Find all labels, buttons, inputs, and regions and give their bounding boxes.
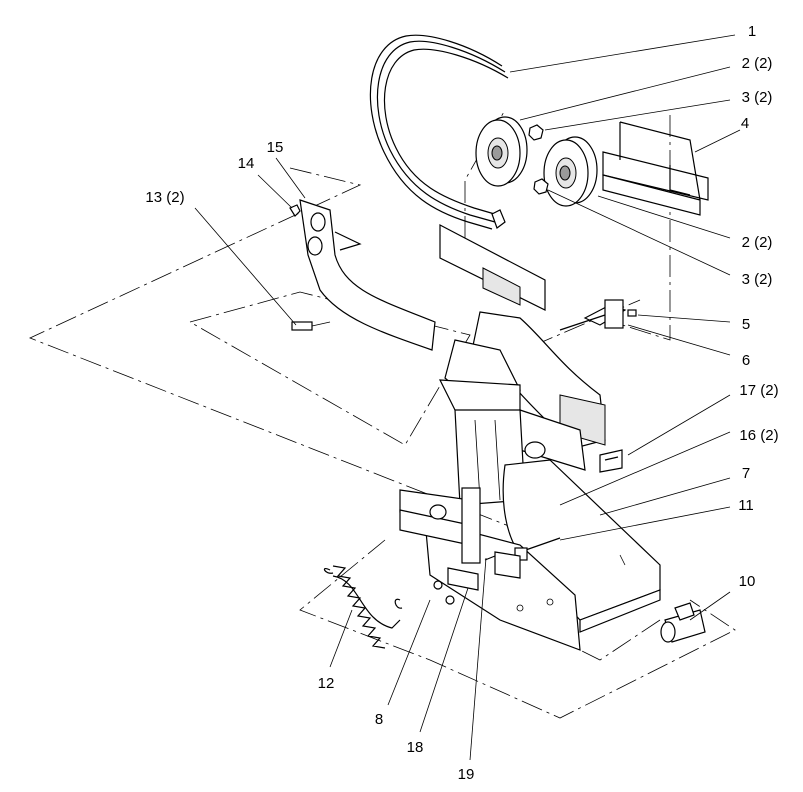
frame-assembly <box>438 311 606 506</box>
housing-part-7 <box>502 459 661 633</box>
bolt-part-13 <box>291 321 331 331</box>
pulley-part-2-left <box>475 116 528 187</box>
callout-7: 7 <box>742 465 750 482</box>
nut-part-14 <box>289 204 301 217</box>
assembly-guide-lines <box>28 109 736 719</box>
nut-part-3 <box>528 124 549 195</box>
callout-11: 11 <box>738 497 754 514</box>
callout-6: 6 <box>742 352 750 369</box>
callout-13: 13 (2) <box>145 189 184 206</box>
callout-12: 12 <box>318 675 335 692</box>
mounting-plate <box>439 224 546 311</box>
callout-2-bottom: 2 (2) <box>742 234 773 251</box>
idler-arm-part-15 <box>299 199 436 351</box>
callout-19: 19 <box>458 766 475 783</box>
callout-17: 17 (2) <box>739 382 778 399</box>
screw-part-5 <box>627 309 637 317</box>
callout-5: 5 <box>742 316 750 333</box>
main-bracket-part-8 <box>399 487 581 651</box>
plate-part-18 <box>433 567 479 605</box>
callout-10: 10 <box>739 573 756 590</box>
callout-8: 8 <box>375 711 383 728</box>
callout-3-top: 3 (2) <box>742 89 773 106</box>
shaft-part-6 <box>559 299 627 331</box>
callout-4: 4 <box>741 115 749 132</box>
clip-part-17 <box>599 449 623 473</box>
pulley-part-2-right <box>543 136 598 207</box>
belt-part-1 <box>369 34 509 230</box>
rod-part-19 <box>484 551 521 579</box>
callout-3-bottom: 3 (2) <box>742 271 773 288</box>
spring-part-12 <box>323 565 403 649</box>
callout-18: 18 <box>407 739 424 756</box>
callout-16: 16 (2) <box>739 427 778 444</box>
callout-14: 14 <box>238 155 255 172</box>
bracket-part-4 <box>602 121 709 216</box>
callout-1: 1 <box>748 23 756 40</box>
latch-part-10 <box>660 602 706 643</box>
leader-lines <box>194 34 741 761</box>
callout-15: 15 <box>267 139 284 156</box>
callout-2-top: 2 (2) <box>742 55 773 72</box>
callout-labels: 1 2 (2) 3 (2) 4 2 (2) 3 (2) 5 6 17 (2) 1… <box>145 23 778 783</box>
